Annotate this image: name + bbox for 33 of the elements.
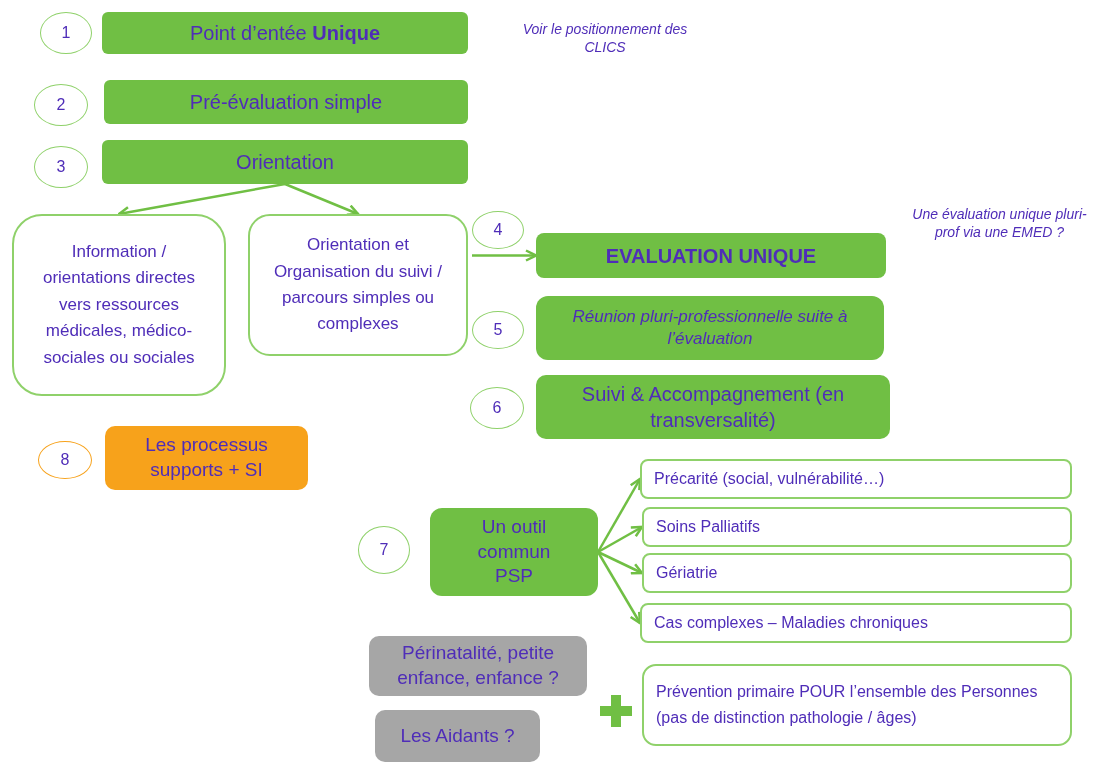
outlined-box: Gériatrie	[642, 553, 1072, 593]
number-ellipse: 4	[472, 211, 524, 249]
number-ellipse: 5	[472, 311, 524, 349]
number-ellipse: 7	[358, 526, 410, 574]
process-box: Pré-évaluation simple	[104, 80, 468, 124]
outlined-box: Orientation et Organisation du suivi / parcours simples ou complexes	[248, 214, 468, 356]
number-ellipse: 6	[470, 387, 524, 429]
arrow	[284, 182, 360, 217]
process-box: Point d’entée Unique	[102, 12, 468, 54]
number-ellipse: 1	[40, 12, 92, 54]
process-box: Les processus supports + SI	[105, 426, 308, 490]
outlined-box: Cas complexes – Maladies chroniques	[640, 603, 1072, 643]
outlined-box: Soins Palliatifs	[642, 507, 1072, 547]
outlined-box: Précarité (social, vulnérabilité…)	[640, 459, 1072, 499]
process-box: Suivi & Accompagnement (en transversalité)	[536, 375, 890, 439]
process-box: Réunion pluri-professionnelle suite à l’évaluation	[536, 296, 884, 360]
arrow	[596, 477, 642, 553]
process-box: Orientation	[102, 140, 468, 184]
number-ellipse: 8	[38, 441, 92, 479]
process-box: EVALUATION UNIQUE	[536, 233, 886, 278]
arrow	[472, 249, 538, 262]
process-box: Périnatalité, petite enfance, enfance ?	[369, 636, 587, 696]
process-box: Un outil commun PSP	[430, 508, 598, 596]
outlined-box: Prévention primaire POUR l’ensemble des Personnes (pas de distinction pathologie / âges)	[642, 664, 1072, 746]
process-box: Les Aidants ?	[375, 710, 540, 762]
note-text: Une évaluation unique pluri-prof via une EMED ?	[912, 205, 1087, 242]
outlined-box: Information / orientations directes vers ressources médicales, médico-sociales ou sociales	[12, 214, 226, 396]
arrow	[597, 525, 644, 554]
number-ellipse: 2	[34, 84, 88, 126]
arrow	[597, 550, 644, 575]
number-ellipse: 3	[34, 146, 88, 188]
note-text: Voir le positionnement des CLICS	[521, 20, 689, 57]
arrow	[596, 551, 642, 625]
